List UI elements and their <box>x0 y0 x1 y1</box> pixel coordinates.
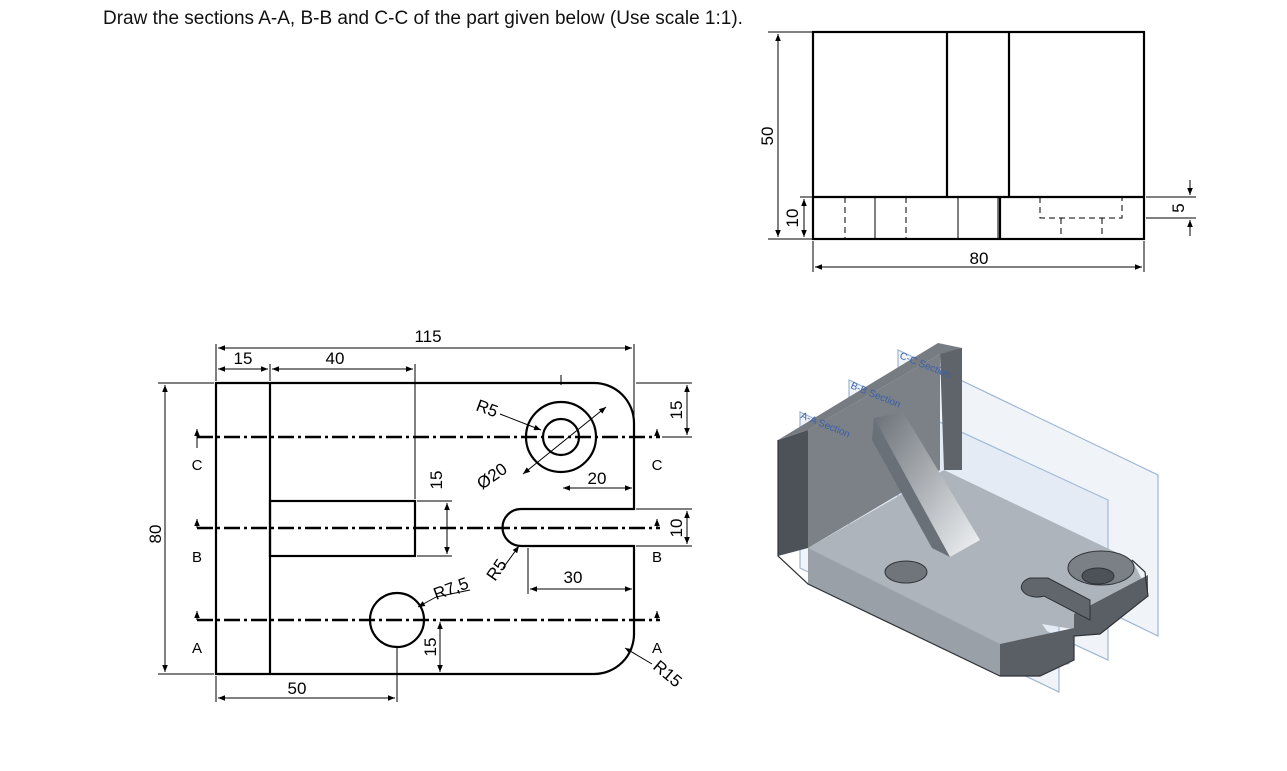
section-label-a-left: A <box>192 640 202 657</box>
leader-diameter <box>522 406 607 475</box>
wall-edge <box>940 348 962 470</box>
bore <box>1081 567 1115 585</box>
dim-small: 5 <box>1169 203 1188 212</box>
rib-side <box>872 418 950 557</box>
wall-inner <box>808 354 940 548</box>
slot <box>1020 577 1091 621</box>
dim-boss-offset: 15 <box>667 401 686 420</box>
dim-corner: R15 <box>649 657 685 692</box>
rib <box>874 412 980 557</box>
section-label-c-left: C <box>192 457 203 474</box>
dim-overall-length: 115 <box>414 327 441 346</box>
leader-r7-5-arrow <box>417 596 437 608</box>
dim-hole-offset: 50 <box>288 679 307 698</box>
dim-slot-end: 20 <box>588 469 607 488</box>
leader-r15 <box>624 647 653 665</box>
dim-diameter: Ø20 <box>473 459 510 493</box>
section-label-b-left: B <box>192 549 202 566</box>
section-label-c-right: C <box>652 457 663 474</box>
front-outline <box>811 30 1146 241</box>
tab-face <box>1074 575 1148 636</box>
dim-slot-width: 10 <box>667 519 686 538</box>
dim-front-width: 80 <box>970 249 989 268</box>
dim-rib-offset: 40 <box>326 349 345 368</box>
wall-side <box>778 430 808 556</box>
leader-r7-5 <box>435 589 471 598</box>
base-front-face <box>808 548 1000 676</box>
dim-r7-5: R7,5 <box>431 574 471 604</box>
wall-top <box>778 343 962 440</box>
dim-plate-height: 80 <box>146 525 165 544</box>
hidden-counterbore <box>1039 197 1123 219</box>
hole-left <box>884 560 928 584</box>
base-top <box>808 470 1145 676</box>
iso-outline <box>777 440 1149 677</box>
dim-r5-slot: R5 <box>483 556 511 585</box>
dim-r5-top: R5 <box>474 396 501 421</box>
base-right-face <box>1000 628 1074 676</box>
section-label-a-right: A <box>652 640 662 657</box>
instruction-text: Draw the sections A-A, B-B and C-C of th… <box>103 8 743 29</box>
dim-slot-len: 30 <box>564 568 583 587</box>
dim-hole-y: 15 <box>421 638 440 657</box>
front-view: 50 10 80 5 <box>758 30 1196 272</box>
dim-base-thickness: 10 <box>783 209 802 228</box>
dim-rib-width: 15 <box>427 471 446 490</box>
section-label-b-right: B <box>652 549 662 566</box>
dim-wall: 15 <box>234 349 253 368</box>
iso-view: A-A Section B-B Section C-C Section <box>777 343 1159 693</box>
leader-r5-slot <box>502 545 520 569</box>
leader-r5-top <box>499 413 542 431</box>
top-view: C B A C B A 115 15 40 80 50 <box>146 327 692 702</box>
dim-front-height: 50 <box>758 127 777 146</box>
